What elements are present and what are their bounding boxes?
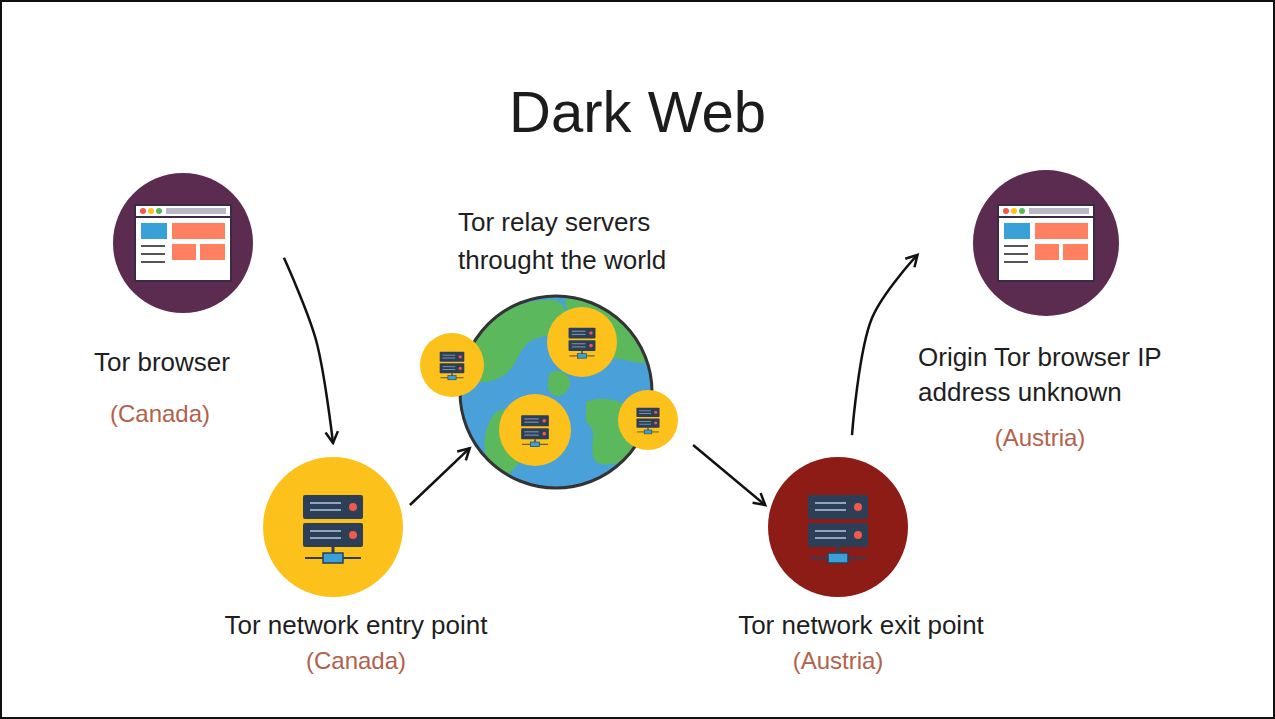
location-label: (Canada) bbox=[110, 399, 210, 428]
relay-server bbox=[499, 394, 571, 466]
relay-server bbox=[618, 390, 678, 450]
server-icon bbox=[521, 415, 549, 446]
node-shape bbox=[973, 170, 1119, 316]
flow-arrow bbox=[410, 448, 470, 505]
node-label: Tor network entry point bbox=[224, 610, 487, 641]
flow-arrow bbox=[284, 258, 333, 443]
relay-globe-node: Tor relay servers throught the world bbox=[459, 295, 653, 489]
browser-icon bbox=[998, 205, 1094, 281]
flow-arrow bbox=[852, 255, 918, 435]
node-shape bbox=[113, 173, 253, 313]
node-shape bbox=[768, 457, 908, 597]
relay-server bbox=[420, 333, 484, 397]
server-icon bbox=[569, 328, 596, 359]
node-label: Tor network exit point bbox=[738, 610, 984, 641]
location-label: (Canada) bbox=[306, 646, 406, 675]
node-label: Tor relay servers throught the world bbox=[458, 203, 728, 279]
browser-icon bbox=[135, 205, 231, 281]
exit-node: Tor network exit point(Austria) bbox=[768, 457, 908, 597]
destination-node: Origin Tor browser IP address unknown(Au… bbox=[973, 170, 1119, 316]
node-label: Tor browser bbox=[94, 347, 230, 378]
entry-node: Tor network entry point(Canada) bbox=[263, 457, 403, 597]
server-icon bbox=[303, 495, 363, 563]
globe-ocean bbox=[460, 296, 652, 488]
location-label: (Austria) bbox=[793, 646, 884, 675]
diagram-title: Dark Web bbox=[0, 77, 1275, 147]
server-icon bbox=[808, 495, 868, 563]
node-shape bbox=[459, 295, 653, 489]
node-shape bbox=[263, 457, 403, 597]
server-icon bbox=[440, 352, 465, 380]
server-icon bbox=[636, 408, 659, 434]
flow-arrow bbox=[693, 445, 765, 505]
relay-server bbox=[547, 307, 617, 377]
tor-browser-node: Tor browser(Canada) bbox=[113, 173, 253, 313]
location-label: (Austria) bbox=[995, 423, 1086, 452]
node-label: Origin Tor browser IP address unknown bbox=[918, 340, 1218, 410]
